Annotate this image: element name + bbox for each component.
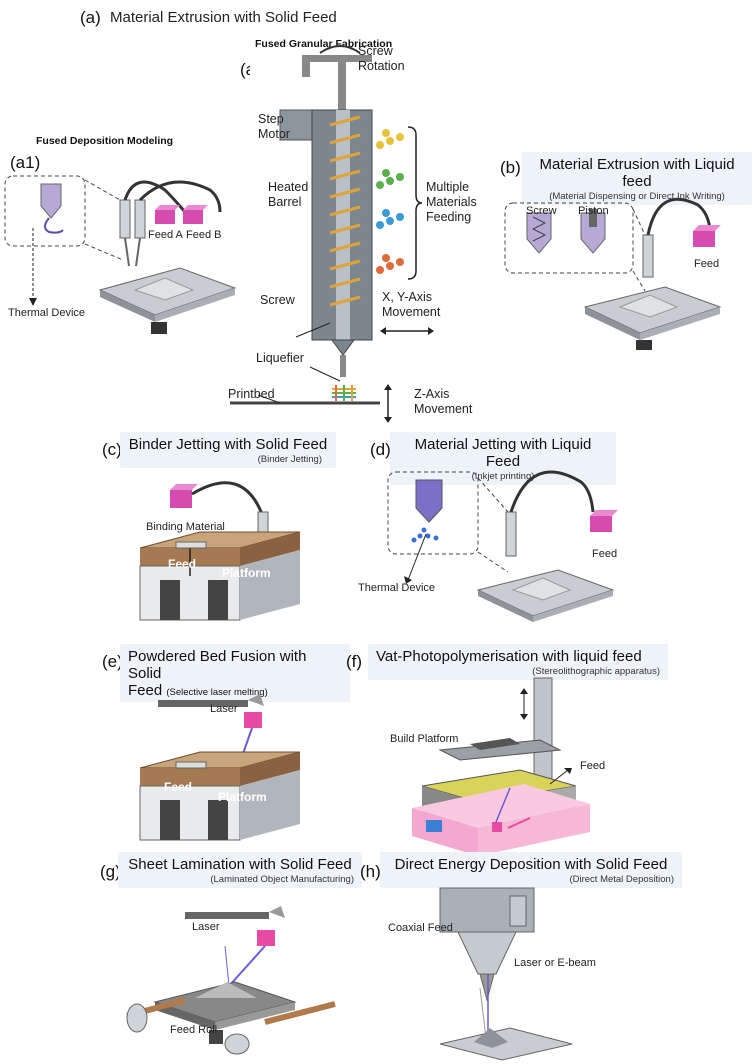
laser-ebeam-label: Laser or E-beam	[514, 957, 596, 969]
powder-bed-illustration	[139, 694, 301, 841]
panel-d-subtitle: (Inkjet printing)	[471, 471, 535, 482]
jetting-feed-label: Feed	[592, 548, 618, 560]
panel-h-tag: (h)	[360, 862, 381, 881]
binder-feed-label: Feed	[168, 557, 197, 571]
panel-e-title: Powdered Bed Fusion with Solid	[128, 648, 307, 682]
vat-feed-label: Feed	[580, 760, 606, 772]
binder-jetting-illustration	[139, 481, 301, 621]
xy-axis-label: X, Y-Axis Movement	[382, 290, 441, 319]
panel-a1-tag: (a1)	[10, 153, 41, 172]
liquid-feed-label: Feed	[694, 258, 720, 270]
jetting-thermal-label: Thermal Device	[358, 582, 436, 594]
panel-e-subtitle: (Selective laser melting)	[166, 687, 268, 698]
panel-h-header: Direct Energy Deposition with Solid Feed…	[380, 852, 682, 888]
screw-rotation-label: Screw Rotation	[358, 44, 405, 73]
panel-d-header: Material Jetting with Liquid Feed (Inkje…	[390, 432, 616, 485]
panel-e-tag: (e)	[102, 652, 123, 671]
sheet-lamination-illustration	[126, 906, 336, 1055]
panel-h-subtitle: (Direct Metal Deposition)	[569, 874, 674, 885]
fgf-illustration	[230, 45, 500, 423]
coaxial-feed-label: Coaxial Feed	[388, 922, 453, 934]
build-platform-label: Build Platform	[390, 733, 459, 745]
panel-b-title: Material Extrusion with Liquid feed	[539, 156, 735, 190]
binding-material-label: Binding Material	[146, 521, 225, 533]
step-motor-label: Step Motor	[258, 112, 290, 141]
panel-b-subtitle: (Material Dispensing or Direct Ink Writi…	[549, 191, 725, 202]
pbf-platform-label: Platform	[218, 790, 267, 804]
sheet-laser-label: Laser	[192, 921, 220, 933]
z-axis-label: Z-Axis Movement	[414, 387, 473, 416]
fdm-thermal-label: Thermal Device	[8, 307, 86, 319]
panel-b-tag: (b)	[500, 158, 521, 177]
panel-f-tag: (f)	[346, 652, 363, 671]
panel-f-subtitle: (Stereolithographic apparatus)	[532, 666, 660, 677]
fdm-feed-a-label: Feed A	[148, 229, 183, 241]
screw-label: Screw	[260, 293, 295, 307]
multiple-materials-label: Multiple Materials Feeding	[426, 180, 477, 224]
panel-c-header: Binder Jetting with Solid Feed (Binder J…	[120, 432, 336, 468]
binder-platform-label: Platform	[222, 566, 271, 580]
fdm-feed-b-label: Feed B	[186, 229, 222, 241]
panel-f-title: Vat-Photopolymerisation with liquid feed	[376, 648, 642, 665]
panel-a2-title: Fused Granular Fabrication	[255, 38, 393, 50]
liquid-piston-label: Piston	[578, 205, 609, 217]
panel-e-title2: Feed	[128, 682, 163, 699]
liquid-screw-label: Screw	[526, 205, 557, 217]
fdm-illustration	[4, 175, 237, 334]
panel-e-header: Powdered Bed Fusion with Solid Feed (Sel…	[120, 644, 350, 702]
material-jetting-illustration	[387, 470, 618, 622]
panel-h-title: Direct Energy Deposition with Solid Feed	[394, 856, 668, 873]
pbf-feed-label: Feed	[164, 780, 193, 794]
panel-g-title: Sheet Lamination with Solid Feed	[128, 856, 352, 873]
pbf-laser-label: Laser	[210, 703, 238, 715]
panel-g-tag: (g)	[100, 862, 121, 881]
panel-d-tag: (d)	[370, 440, 391, 459]
panel-d-title: Material Jetting with Liquid Feed	[414, 436, 592, 470]
feed-roll-label: Feed Roll	[170, 1024, 218, 1036]
panel-c-title: Binder Jetting with Solid Feed	[128, 436, 328, 453]
panel-g-header: Sheet Lamination with Solid Feed (Lamina…	[118, 852, 362, 888]
printbed-label: Printbed	[228, 387, 275, 401]
panel-c-subtitle: (Binder Jetting)	[257, 454, 322, 465]
panel-a-tag: (a)	[80, 8, 101, 27]
vat-photopolymerisation-illustration	[412, 677, 590, 856]
panel-c-tag: (c)	[102, 440, 122, 459]
liquefier-label: Liquefier	[256, 351, 304, 365]
liquid-extrusion-illustration	[504, 197, 722, 350]
panel-a-title: Material Extrusion with Solid Feed	[110, 9, 337, 26]
panel-b-header: Material Extrusion with Liquid feed (Mat…	[522, 152, 752, 205]
panel-g-subtitle: (Laminated Object Manufacturing)	[210, 874, 354, 885]
heated-barrel-label: Heated Barrel	[268, 180, 309, 209]
panel-a1-title: Fused Deposition Modeling	[36, 135, 174, 147]
panel-f-header: Vat-Photopolymerisation with liquid feed…	[368, 644, 668, 680]
direct-energy-deposition-illustration	[439, 887, 573, 1061]
